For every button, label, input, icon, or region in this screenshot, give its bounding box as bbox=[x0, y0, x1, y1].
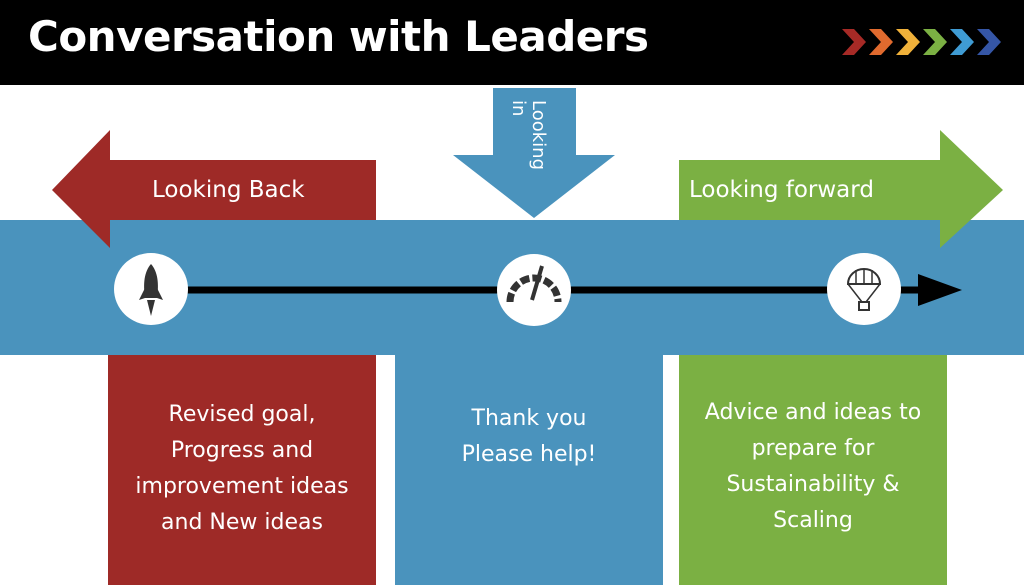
looking-back-arrow bbox=[52, 130, 376, 248]
box-text: prepare for bbox=[751, 436, 875, 461]
box-text: Please help! bbox=[461, 442, 597, 467]
chevron-icon bbox=[869, 29, 893, 55]
box-text: improvement ideas bbox=[135, 474, 349, 499]
looking-in-arrow bbox=[453, 88, 615, 218]
header-bar: Conversation with Leaders bbox=[0, 0, 1024, 85]
timeline-arrowhead bbox=[918, 274, 962, 306]
looking-in-box: Thank you Please help! bbox=[395, 355, 663, 585]
box-text: and New ideas bbox=[161, 510, 323, 535]
chevron-icon bbox=[977, 29, 1001, 55]
chevron-icon bbox=[950, 29, 974, 55]
box-text: Scaling bbox=[773, 508, 853, 533]
looking-forward-arrow bbox=[679, 130, 1003, 248]
chevron-icon bbox=[896, 29, 920, 55]
looking-forward-label: Looking forward bbox=[689, 177, 874, 203]
chevron-icon bbox=[842, 29, 866, 55]
parachute-icon bbox=[827, 253, 901, 325]
looking-forward-box: Advice and ideas to prepare for Sustaina… bbox=[679, 355, 947, 585]
looking-in-line-2: in bbox=[508, 100, 529, 117]
box-text: Sustainability & bbox=[726, 472, 900, 497]
chevron-icon bbox=[923, 29, 947, 55]
colored-chevrons-logo bbox=[842, 29, 1001, 55]
looking-in-line-1: Looking bbox=[528, 100, 549, 170]
box-text: Thank you bbox=[471, 406, 587, 431]
looking-back-label: Looking Back bbox=[152, 177, 305, 203]
rocket-icon bbox=[114, 253, 188, 325]
page-title: Conversation with Leaders bbox=[28, 12, 649, 61]
speedometer-icon bbox=[497, 254, 571, 326]
box-text: Progress and bbox=[170, 438, 314, 463]
box-text: Revised goal, bbox=[168, 402, 316, 427]
looking-in-label: Looking in bbox=[508, 100, 549, 170]
box-text: Advice and ideas to bbox=[704, 400, 922, 425]
looking-back-box: Revised goal, Progress and improvement i… bbox=[108, 355, 376, 585]
